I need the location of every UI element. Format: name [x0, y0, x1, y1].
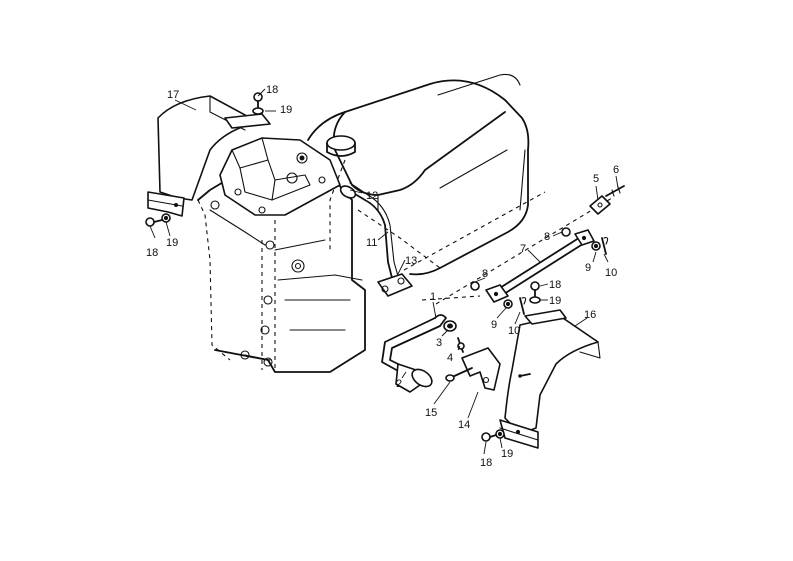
callout-8: 8	[482, 268, 488, 280]
pedal-assembly	[445, 347, 531, 391]
callout-18: 18	[266, 84, 278, 96]
callout-5: 5	[593, 173, 599, 185]
callout-9: 9	[491, 319, 497, 331]
callout-4: 4	[447, 352, 453, 364]
transmission-housing	[197, 137, 366, 373]
callout-3: 3	[436, 337, 442, 349]
callout-15: 15	[425, 407, 437, 419]
fuel-tank	[307, 73, 530, 276]
callout-17: 17	[167, 89, 179, 101]
callout-16: 16	[584, 309, 596, 321]
callout-labels: 17 18 19 18 19 12 11 13 1 2 3 4 5 6 7 8 …	[146, 84, 619, 469]
callout-2: 2	[396, 378, 402, 390]
callout-19: 19	[549, 295, 561, 307]
fender-right-16	[499, 309, 601, 449]
callout-19: 19	[501, 448, 513, 460]
fuel-line-assembly	[339, 182, 413, 297]
callout-19: 19	[280, 104, 292, 116]
callout-8: 8	[544, 231, 550, 243]
pin-clip-group	[470, 227, 609, 315]
callout-18: 18	[146, 247, 158, 259]
callout-13: 13	[405, 255, 417, 267]
callout-18: 18	[549, 279, 561, 291]
bolt-washer-group	[145, 92, 541, 442]
callout-6: 6	[613, 164, 619, 176]
callout-12: 12	[366, 190, 378, 202]
linkage-rod-7	[403, 185, 625, 305]
callout-7: 7	[520, 243, 526, 255]
callout-19: 19	[166, 237, 178, 249]
callout-leaders	[149, 88, 619, 455]
fender-left-17	[147, 95, 271, 217]
callout-10: 10	[605, 267, 617, 279]
lever-assembly	[381, 314, 465, 393]
callout-10: 10	[508, 325, 520, 337]
callout-18: 18	[480, 457, 492, 469]
callout-11: 11	[366, 237, 377, 249]
callout-1: 1	[430, 291, 436, 303]
callout-9: 9	[585, 262, 591, 274]
callout-14: 14	[458, 419, 470, 431]
